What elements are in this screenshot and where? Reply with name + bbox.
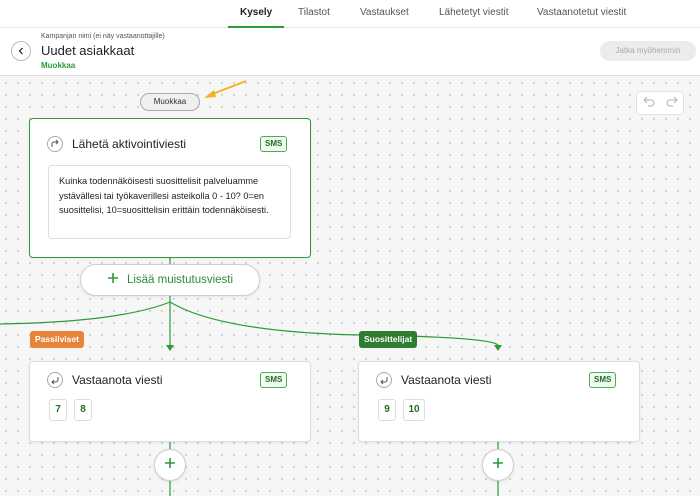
tab-lahetetyt-viestit[interactable]: Lähetetyt viestit [439, 7, 509, 18]
edit-flow-button[interactable]: Muokkaa [140, 93, 200, 111]
tab-tilastot[interactable]: Tilastot [298, 7, 330, 18]
segment-tag-promoters: Suosittelijat [359, 331, 418, 348]
tab-kysely[interactable]: Kysely [227, 0, 285, 28]
add-reminder-button[interactable]: Lisää muistutusviesti [80, 264, 260, 296]
plus-icon [107, 271, 119, 289]
card-title: Vastaanota viesti [401, 373, 492, 387]
segment-tag-passives: Passiiviset [30, 331, 84, 348]
score-value: 7 [49, 399, 67, 421]
reply-icon [376, 372, 392, 388]
redo-icon[interactable] [665, 94, 679, 112]
message-preview[interactable]: Kuinka todennäköisesti suosittelisit pal… [48, 165, 291, 239]
send-activation-card[interactable]: Lähetä aktivointiviesti SMS Kuinka toden… [29, 118, 311, 258]
score-value: 10 [403, 399, 425, 421]
flow-canvas: Muokkaa Lähetä aktivointiviesti SMS Kuin… [0, 77, 700, 496]
receive-message-card-passives[interactable]: Vastaanota viesti SMS 7 8 [29, 361, 311, 442]
score-value: 9 [378, 399, 396, 421]
campaign-name-label: Kampanjan nimi (ei näy vastaanottajille) [41, 33, 165, 40]
top-nav: Kysely Tilastot Vastaukset Lähetetyt vie… [0, 0, 700, 28]
send-arrow-icon [47, 136, 63, 152]
undo-icon[interactable] [642, 94, 656, 112]
chevron-left-icon [17, 42, 25, 60]
add-reminder-label: Lisää muistutusviesti [126, 274, 234, 286]
sms-badge: SMS [260, 136, 288, 152]
continue-later-button[interactable]: Jatka myöhemmin [600, 41, 696, 61]
page-title: Uudet asiakkaat [41, 43, 135, 58]
flow-connectors [0, 258, 502, 496]
tab-vastaanotetut-viestit[interactable]: Vastaanotetut viestit [537, 7, 627, 18]
sms-badge: SMS [589, 372, 617, 388]
reply-icon [47, 372, 63, 388]
edit-link[interactable]: Muokkaa [41, 61, 76, 70]
add-step-button[interactable] [154, 449, 186, 481]
add-step-button[interactable] [482, 449, 514, 481]
back-button[interactable] [11, 41, 31, 61]
tab-vastaukset[interactable]: Vastaukset [360, 7, 409, 18]
hint-arrow-icon [202, 79, 248, 106]
sms-badge: SMS [260, 372, 288, 388]
receive-message-card-promoters[interactable]: Vastaanota viesti SMS 9 10 [358, 361, 640, 442]
score-value: 8 [74, 399, 92, 421]
page-header: Kampanjan nimi (ei näy vastaanottajille)… [0, 28, 700, 76]
undo-redo-group [636, 91, 684, 115]
card-title: Lähetä aktivointiviesti [72, 137, 187, 151]
card-title: Vastaanota viesti [72, 373, 163, 387]
plus-icon [164, 456, 176, 474]
plus-icon [492, 456, 504, 474]
